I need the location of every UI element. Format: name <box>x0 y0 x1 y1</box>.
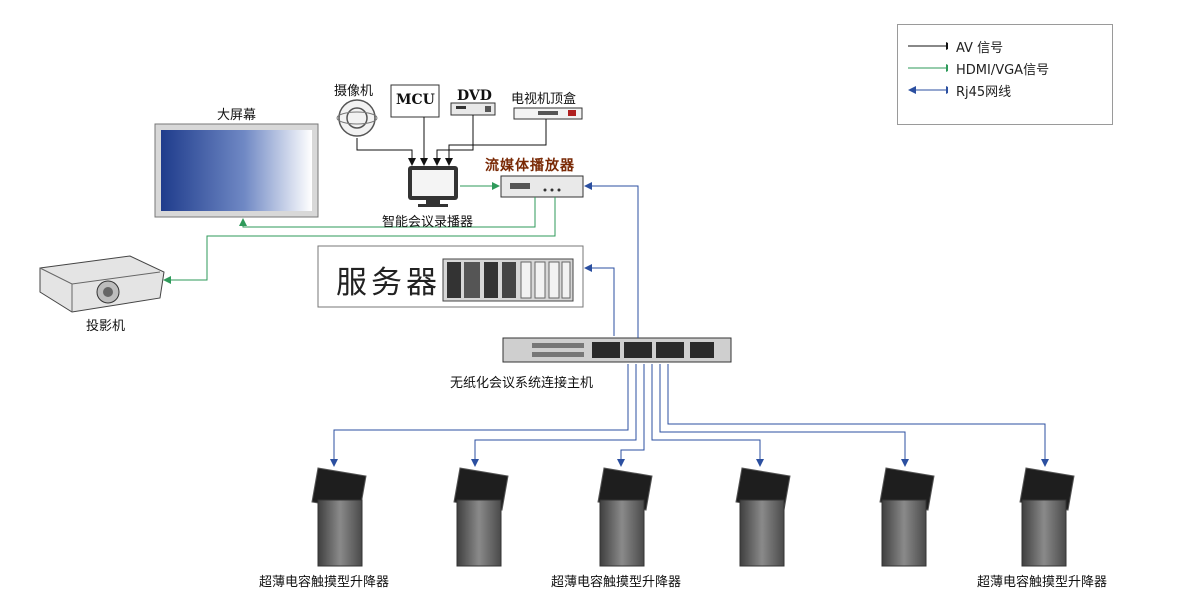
lift-device <box>735 467 791 567</box>
hdmi-arrow-icon <box>908 64 948 72</box>
av-signal-lines <box>356 115 547 166</box>
legend-item-rj45: Rj45网线 <box>898 81 1112 100</box>
projector-label: 投影机 <box>86 319 126 334</box>
lift-label: 超薄电容触摸型升降器 <box>259 575 390 590</box>
lift-device <box>453 467 509 567</box>
settop-label: 电视机顶盒 <box>511 92 577 107</box>
av-arrow-icon <box>908 42 948 50</box>
server-device <box>317 245 584 308</box>
lift-label: 超薄电容触摸型升降器 <box>977 575 1108 590</box>
mcu-label: MCU <box>396 92 435 108</box>
recorder-label: 智能会议录播器 <box>382 215 474 230</box>
lift-device <box>879 467 935 567</box>
streaming-label: 流媒体播放器 <box>485 158 575 174</box>
lift-device <box>1019 467 1075 567</box>
recorder-device <box>408 166 458 207</box>
switch-label: 无纸化会议系统连接主机 <box>450 376 594 391</box>
legend-item-av: AV 信号 <box>898 37 1112 56</box>
legend-label-av: AV 信号 <box>956 41 1004 56</box>
switch-device <box>502 337 732 363</box>
mcu-device <box>390 84 440 118</box>
legend-label-hdmi: HDMI/VGA信号 <box>956 63 1050 78</box>
settop-device <box>513 107 583 120</box>
camera-device <box>336 99 378 137</box>
lift-device <box>597 467 653 567</box>
legend-label-rj45: Rj45网线 <box>956 85 1012 100</box>
big-screen-label: 大屏幕 <box>217 108 257 123</box>
server-label: 服务器 <box>336 265 441 301</box>
hdmi-signal-lines <box>163 182 556 284</box>
rj45-lines <box>330 182 1049 467</box>
camera-label: 摄像机 <box>334 84 374 99</box>
rj45-arrow-icon <box>908 86 948 94</box>
legend-item-hdmi: HDMI/VGA信号 <box>898 59 1112 78</box>
lift-device <box>311 467 367 567</box>
lift-label: 超薄电容触摸型升降器 <box>551 575 682 590</box>
streaming-player-device <box>500 175 584 198</box>
dvd-label: DVD <box>457 88 492 104</box>
projector-device <box>39 255 165 313</box>
legend: AV 信号 HDMI/VGA信号 Rj45网线 <box>897 24 1113 125</box>
dvd-device <box>450 102 496 116</box>
big-screen-device <box>154 123 319 218</box>
